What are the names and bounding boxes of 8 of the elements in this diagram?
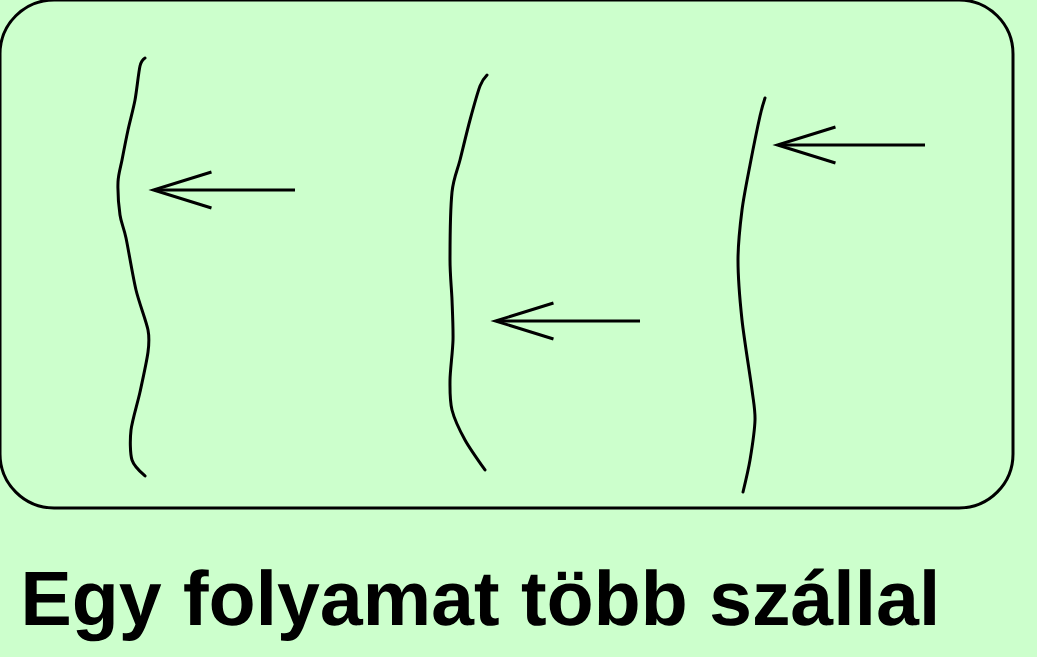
wavy-line: [736, 96, 767, 494]
arrow: [490, 301, 640, 341]
wavy-line: [448, 73, 489, 472]
arrow: [148, 170, 295, 210]
rounded-box: [0, 0, 1015, 510]
arrow: [772, 125, 925, 165]
wavy-line: [116, 56, 151, 478]
caption: Egy folyamat több szállal: [25, 568, 935, 642]
